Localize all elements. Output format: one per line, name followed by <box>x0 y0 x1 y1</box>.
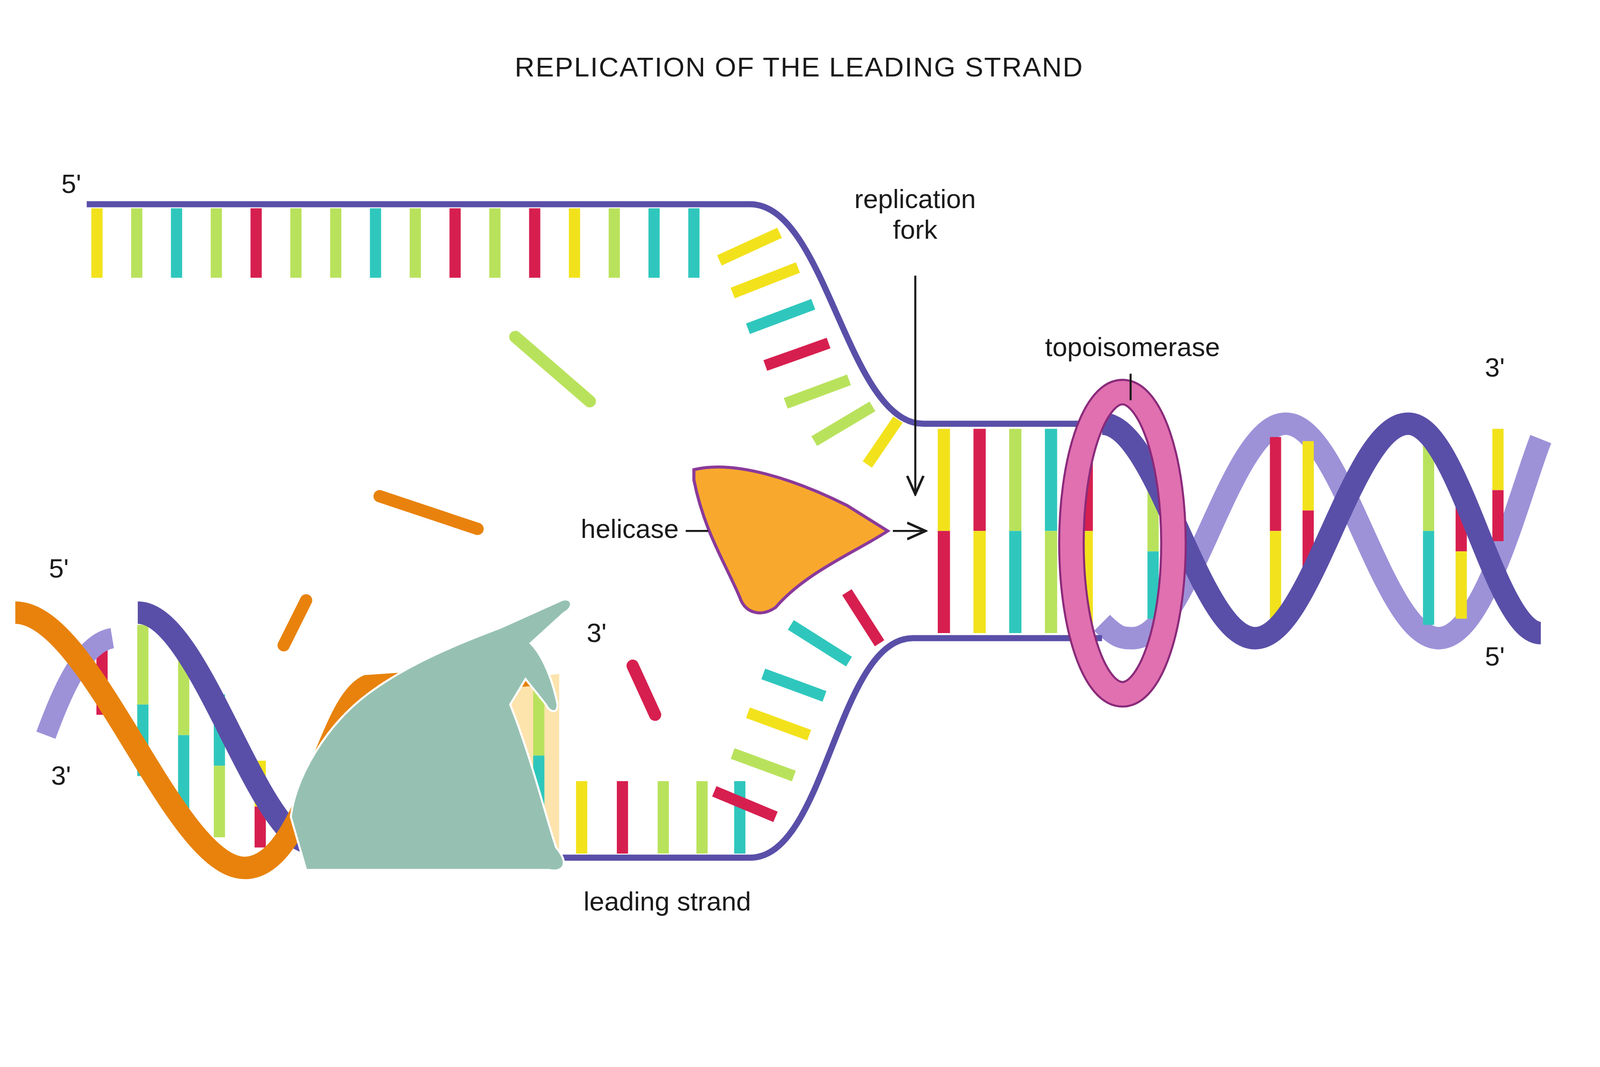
leader-arrow <box>914 275 917 492</box>
enzyme-label: topoisomerase <box>1044 331 1220 363</box>
leader-line <box>685 529 709 532</box>
fork-label: replication fork <box>830 183 1000 245</box>
enzyme-label: helicase <box>580 513 679 544</box>
leader-line <box>1129 373 1132 401</box>
topoisomerase-ring <box>1071 392 1174 695</box>
helicase-arrow <box>892 529 924 532</box>
topoisomerase-ring <box>1071 392 1174 695</box>
template-bases <box>581 592 880 854</box>
strand-end: 5' <box>48 552 69 584</box>
polymerase-hand <box>290 599 571 871</box>
strand-end: 5' <box>1484 640 1505 672</box>
strand-label: leading strand <box>583 885 752 917</box>
helicase-enzyme <box>693 466 888 613</box>
template-bases <box>96 208 898 465</box>
template-strand <box>86 204 1102 424</box>
strand-end: 3' <box>586 617 607 648</box>
strand-end: 5' <box>61 168 82 200</box>
diagram-title: REPLICATION OF THE LEADING STRAND <box>514 51 1084 83</box>
strand-end: 3' <box>1484 352 1505 383</box>
strand-end: 3' <box>51 760 72 791</box>
